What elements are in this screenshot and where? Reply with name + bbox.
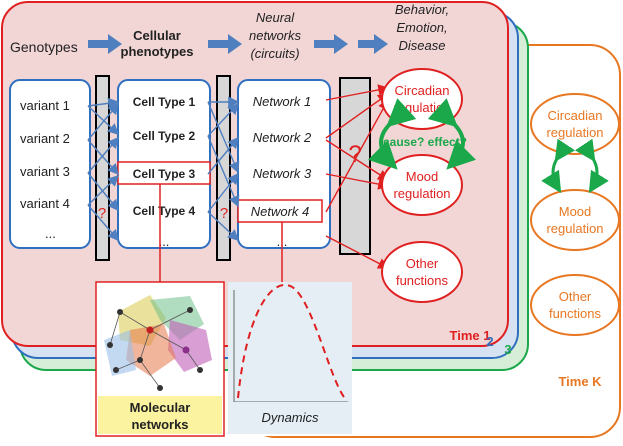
- cell-type-item: ...: [159, 234, 170, 249]
- variant-item: ...: [45, 226, 56, 241]
- variant-column: [9, 79, 91, 249]
- circadian-label-1: Circadian: [395, 83, 450, 98]
- behavior-label-2: Emotion,: [396, 20, 447, 35]
- cell-type-item: Cell Type 3: [133, 167, 196, 181]
- time-2-label: 2: [486, 334, 493, 349]
- header-arrow-4: [358, 34, 388, 54]
- time-k-label: Time K: [558, 374, 602, 389]
- network-item: Network 4: [251, 204, 310, 219]
- circadian-k-label-1: Circadian: [548, 108, 603, 123]
- time-3-label: 3: [504, 342, 511, 357]
- behavior-label-1: Behavior,: [395, 2, 449, 17]
- cell-type-item: Cell Type 4: [133, 204, 196, 218]
- neural-networks-label-1: Neural: [256, 10, 295, 25]
- neural-networks-label-2: networks: [249, 28, 302, 43]
- mood-label-1: Mood: [406, 169, 439, 184]
- variant-item: variant 2: [20, 131, 70, 146]
- cause-effect-arrow-k-right: [574, 138, 609, 194]
- behavior-label-3: Disease: [399, 38, 446, 53]
- network-item: Network 3: [253, 166, 312, 181]
- circadian-ellipse-k: [530, 93, 620, 155]
- network-4-highlight: [237, 199, 323, 223]
- question-mark-3: ?: [348, 141, 361, 168]
- mood-ellipse-k: [530, 189, 620, 251]
- circadian-ellipse: [381, 68, 463, 130]
- cellular-phenotypes-label-1: Cellular: [133, 28, 181, 43]
- genotypes-label: Genotypes: [10, 39, 78, 55]
- network-item: Network 1: [253, 94, 312, 109]
- molecular-networks-label-2: networks: [131, 417, 188, 432]
- cellular-phenotypes-label-2: phenotypes: [121, 44, 194, 59]
- variant-item: variant 3: [20, 164, 70, 179]
- variant-item: variant 4: [20, 196, 70, 211]
- molecular-networks-inset: [95, 281, 225, 437]
- cause-effect-arrow-left: [367, 98, 417, 170]
- dynamics-label: Dynamics: [261, 410, 319, 425]
- cell-to-network-arrows: [207, 96, 240, 241]
- neural-networks-label-3: (circuits): [250, 46, 299, 61]
- time-1-label: Time 1: [450, 328, 491, 343]
- header-arrow-1: [88, 34, 122, 54]
- other-k-label-1: Other: [559, 289, 592, 304]
- variant-item: variant 1: [20, 98, 70, 113]
- mood-label-2: regulation: [393, 186, 450, 201]
- other-label-2: functions: [396, 273, 449, 288]
- gap-bar-2: [216, 75, 231, 261]
- header-arrow-3: [314, 34, 348, 54]
- cell-type-item: Cell Type 2: [133, 129, 196, 143]
- network-item: Network 2: [253, 130, 312, 145]
- other-k-label-2: functions: [549, 306, 602, 321]
- question-mark-2: ?: [220, 205, 228, 222]
- variant-to-cell-arrows: [87, 97, 120, 242]
- mood-k-label-1: Mood: [559, 204, 592, 219]
- other-ellipse-k: [530, 274, 620, 336]
- molecular-networks-label-1: Molecular: [130, 400, 191, 415]
- dynamics-inset: [228, 282, 352, 436]
- cause-effect-label: cause? effect?: [383, 135, 467, 149]
- other-ellipse: [381, 241, 463, 303]
- other-label-1: Other: [406, 256, 439, 271]
- gap-bar-3: [339, 77, 371, 255]
- cell-type-item: Cell Type 1: [133, 95, 196, 109]
- network-to-outcome-arrows: [325, 84, 390, 269]
- question-mark-1: ?: [98, 205, 106, 222]
- dynamics-curve: [237, 284, 347, 401]
- header-arrow-2: [208, 34, 242, 54]
- mood-k-label-2: regulation: [546, 221, 603, 236]
- cause-effect-arrow-k-left: [541, 138, 576, 194]
- circadian-k-label-2: regulation: [546, 125, 603, 140]
- circadian-label-2: regulation: [393, 100, 450, 115]
- cause-effect-arrow-right: [427, 98, 477, 170]
- mood-ellipse: [381, 154, 463, 216]
